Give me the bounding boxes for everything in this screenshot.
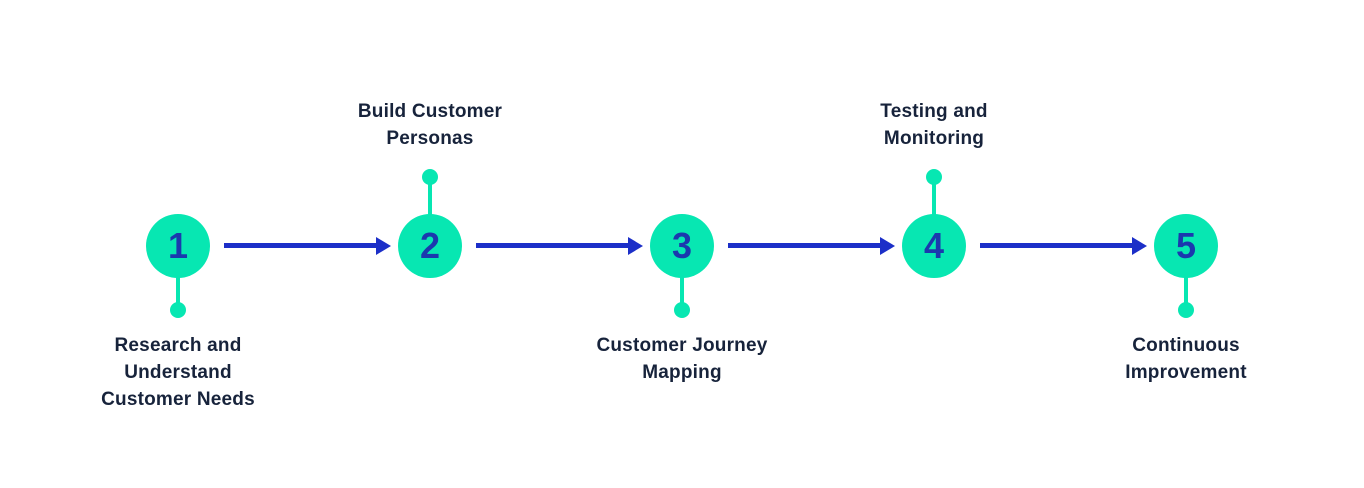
step-2-number: 2 [419,225,441,266]
label-line: Personas [386,128,474,149]
connector-stem [680,274,684,306]
step-2-circle: 2 [398,214,462,278]
connector-stem [176,274,180,306]
label-line: Build Customer [357,101,503,122]
label-line: Customer Needs [101,389,255,410]
step-3-label: Customer Journey Mapping [572,332,792,386]
step-1-label: Research and Understand Customer Needs [68,332,288,413]
connector-dot [674,302,690,318]
step-4: 4 Testing and Monitoring [824,0,1044,488]
step-5-circle: 5 [1154,214,1218,278]
step-2: 2 Build Customer Personas [320,0,540,488]
label-line: Continuous [1132,335,1240,356]
step-5-number: 5 [1175,225,1197,266]
step-4-circle: 4 [902,214,966,278]
step-1: 1 Research and Understand Customer Needs [68,0,288,488]
connector-stem [428,182,432,216]
label-line: Research and [114,335,242,356]
connector-dot [1178,302,1194,318]
step-4-label: Testing and Monitoring [824,98,1044,152]
step-3-circle: 3 [650,214,714,278]
connector-stem [932,182,936,216]
label-line: Monitoring [883,128,985,149]
connector-stem [1184,274,1188,306]
connector-dot [926,169,942,185]
step-1-number: 1 [167,225,189,266]
step-4-number: 4 [923,225,945,266]
label-line: Testing and [880,101,988,122]
flow-arrow-4-5 [980,243,1132,248]
flow-arrow-3-4 [728,243,880,248]
flow-arrow-1-2 [224,243,376,248]
step-2-label: Build Customer Personas [320,98,540,152]
step-3-number: 3 [671,225,693,266]
flow-arrow-2-3 [476,243,628,248]
label-line: Improvement [1125,362,1247,383]
connector-dot [422,169,438,185]
label-line: Mapping [642,362,722,383]
step-5-label: Continuous Improvement [1076,332,1296,386]
label-line: Understand [124,362,232,383]
connector-dot [170,302,186,318]
step-5: 5 Continuous Improvement [1076,0,1296,488]
step-1-circle: 1 [146,214,210,278]
step-3: 3 Customer Journey Mapping [572,0,792,488]
label-line: Customer Journey [596,335,768,356]
